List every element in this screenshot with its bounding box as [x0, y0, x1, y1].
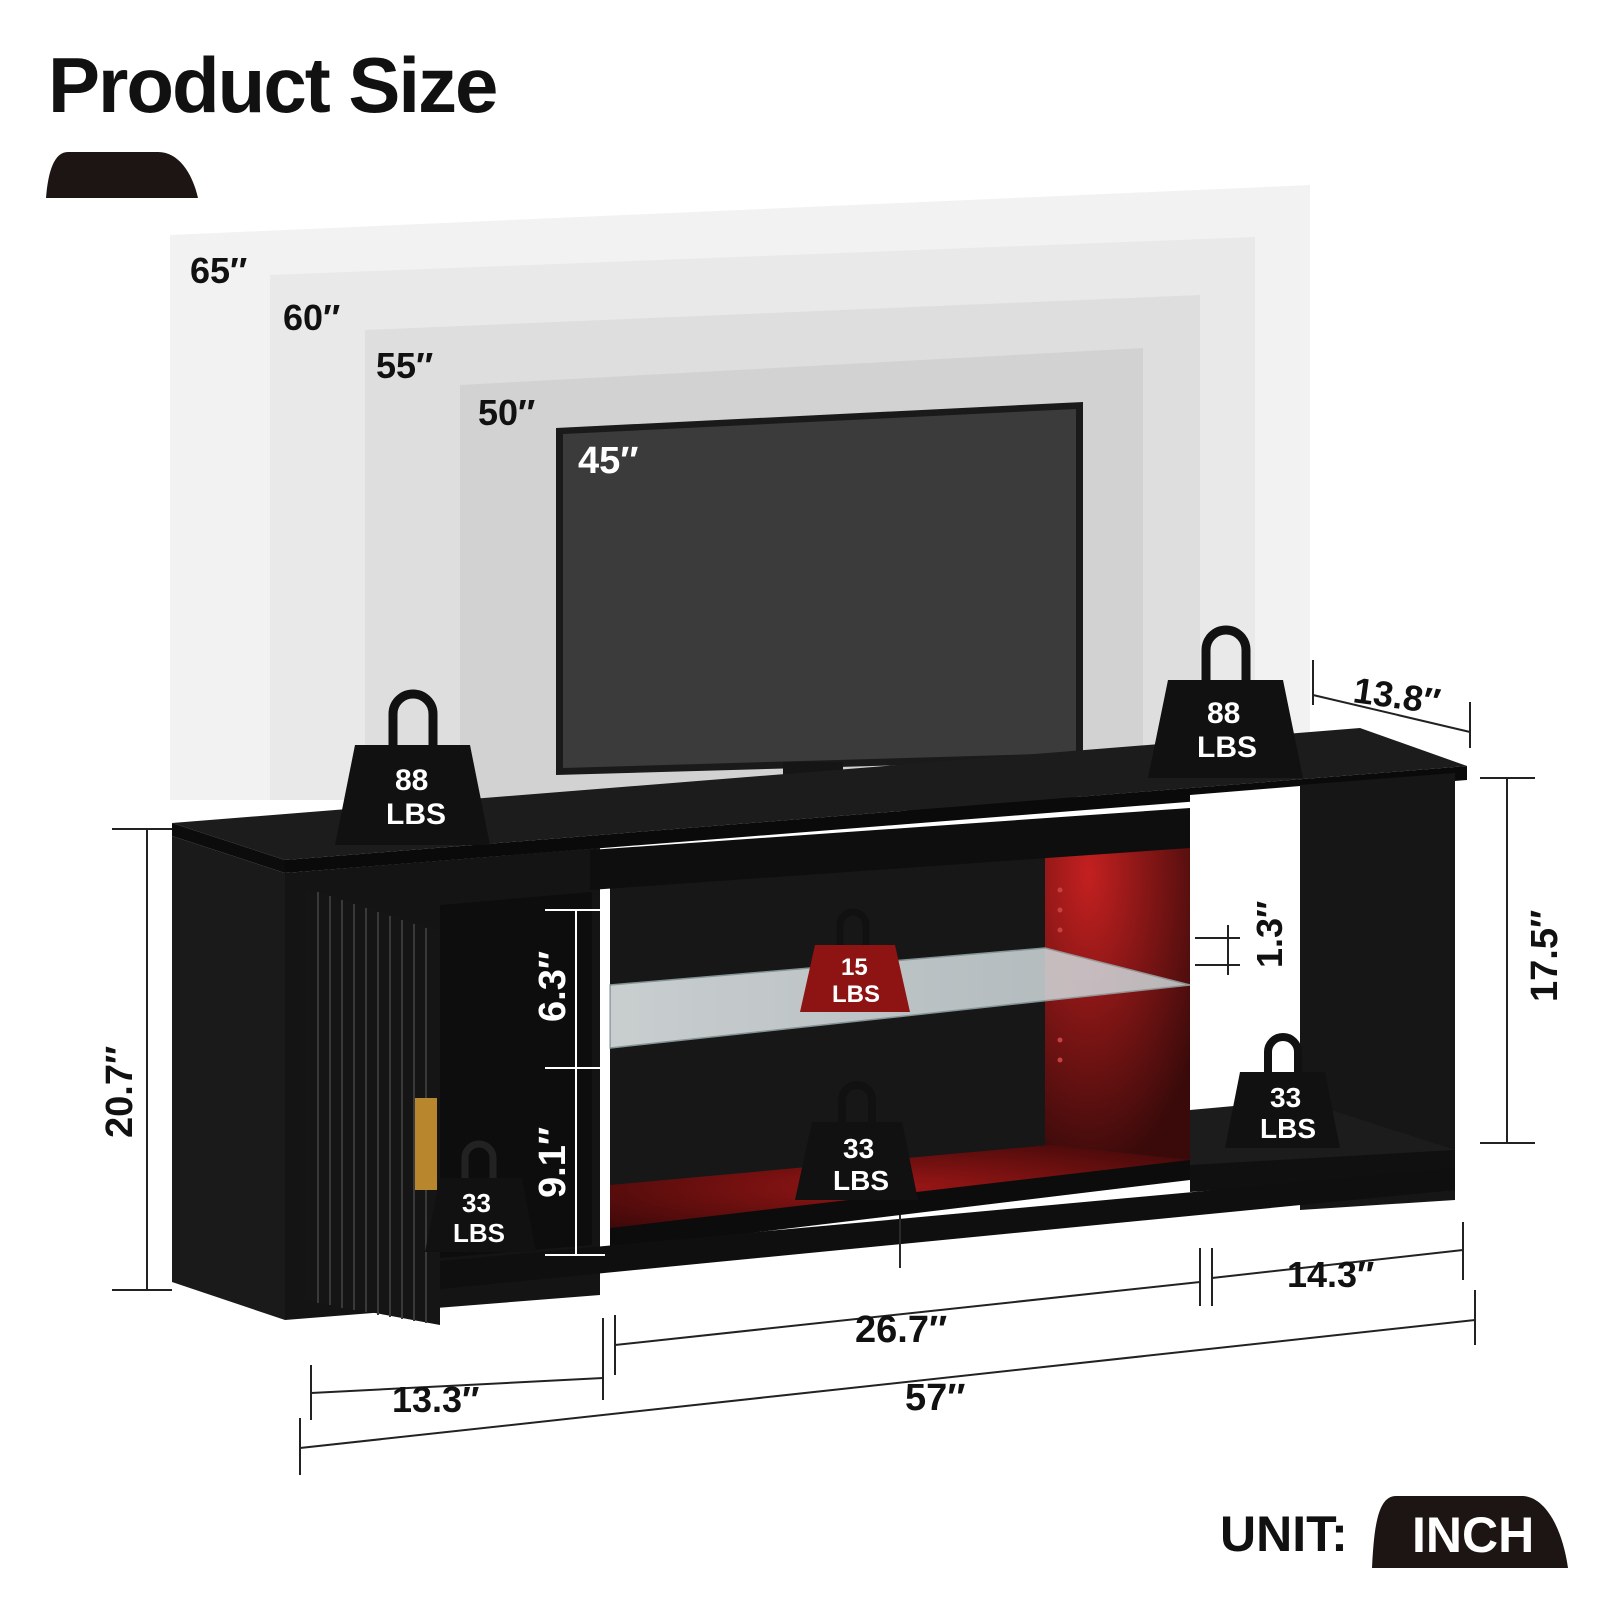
weight-icon-cabinet: 33 LBS — [425, 1140, 536, 1252]
svg-text:LBS: LBS — [833, 1165, 889, 1196]
middle-width-label: 26.7″ — [855, 1309, 947, 1351]
door-slats — [317, 892, 427, 1323]
shelf-thickness-label: 1.3″ — [1249, 901, 1290, 968]
dimension-lines — [112, 660, 1535, 1475]
stand-left-side — [172, 836, 285, 1320]
svg-text:88: 88 — [1207, 697, 1240, 730]
svg-text:88: 88 — [395, 764, 428, 797]
upper-shelf-gap-label: 6.3″ — [532, 951, 574, 1022]
tv-size-50: 50″ — [478, 392, 535, 433]
tv-size-65: 65″ — [190, 250, 247, 291]
tv-size-55: 55″ — [376, 345, 433, 386]
total-width-label: 57″ — [905, 1377, 965, 1419]
svg-text:15: 15 — [841, 954, 868, 981]
stand-right-open — [1190, 786, 1300, 1145]
svg-text:33: 33 — [462, 1188, 491, 1218]
weight-icon-bottom-middle: 33 LBS — [795, 1081, 918, 1200]
left-width-label: 13.3″ — [392, 1379, 479, 1420]
weight-icon-bottom-right: 33 LBS — [1225, 1033, 1340, 1148]
left-height-label: 20.7″ — [99, 1046, 141, 1138]
cabinet-interior — [440, 892, 592, 1258]
svg-text:LBS: LBS — [386, 798, 446, 831]
weight-icon-top-right: 88 LBS — [1148, 625, 1303, 778]
tv-stand — [172, 728, 1467, 1325]
tv — [556, 402, 1083, 818]
tv-size-60: 60″ — [283, 297, 340, 338]
depth-label: 13.8″ — [1351, 669, 1443, 722]
svg-text:LBS: LBS — [1260, 1113, 1316, 1144]
door-handle — [415, 1098, 437, 1190]
middle-top-rail — [590, 808, 1190, 890]
title-underline-shape — [46, 152, 198, 198]
right-height-label: 17.5″ — [1524, 910, 1566, 1002]
unit-value-badge: INCH — [1372, 1496, 1568, 1568]
svg-text:LBS: LBS — [453, 1218, 505, 1248]
page-title: Product Size — [48, 41, 498, 129]
tv-size-45: 45″ — [578, 440, 638, 482]
cabinet-door — [305, 888, 440, 1325]
svg-text:33: 33 — [1270, 1082, 1301, 1113]
weight-icon-top-left: 88 LBS — [335, 689, 490, 845]
svg-text:33: 33 — [843, 1133, 874, 1164]
unit-label: UNIT: — [1220, 1506, 1348, 1562]
right-width-label: 14.3″ — [1287, 1254, 1374, 1295]
front-bottom-rail — [430, 1168, 1455, 1290]
weight-icon-glass-shelf: 15 LBS — [800, 908, 910, 1012]
svg-text:LBS: LBS — [832, 981, 880, 1008]
lower-shelf-gap-label: 9.1″ — [532, 1127, 574, 1198]
stand-right-cabinet — [1300, 773, 1455, 1210]
unit-value: INCH — [1412, 1507, 1535, 1563]
stand-top — [172, 728, 1467, 860]
svg-text:LBS: LBS — [1197, 731, 1257, 764]
middle-inner-right-panel — [1045, 840, 1190, 1175]
